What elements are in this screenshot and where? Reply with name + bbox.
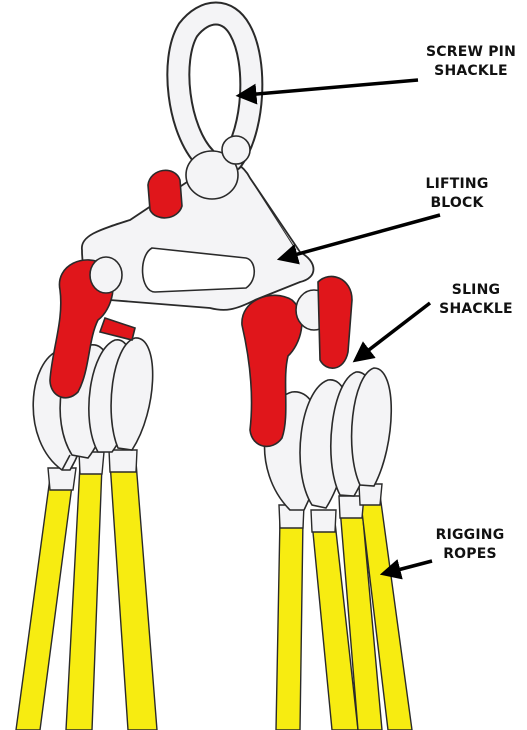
label-rigging-ropes-line1: RIGGING xyxy=(420,526,520,545)
arrow-lifting-block xyxy=(287,215,440,257)
label-lifting-block-line2: BLOCK xyxy=(425,194,489,213)
rope-left-2 xyxy=(66,465,102,730)
rope-left-3 xyxy=(110,462,157,730)
label-lifting-block-line1: LIFTING xyxy=(425,175,489,194)
label-screw-pin-shackle: SCREW PIN SHACKLE xyxy=(416,43,526,81)
label-sling-shackle-line1: SLING xyxy=(428,281,524,300)
label-sling-shackle-line2: SHACKLE xyxy=(428,300,524,319)
label-screw-pin-shackle-line2: SHACKLE xyxy=(416,62,526,81)
label-lifting-block: LIFTING BLOCK xyxy=(425,175,489,213)
rope-left-1 xyxy=(16,478,73,730)
label-rigging-ropes-line2: ROPES xyxy=(420,545,520,564)
label-screw-pin-shackle-line1: SCREW PIN xyxy=(416,43,526,62)
rope-right-1 xyxy=(276,518,303,730)
arrow-sling-shackle xyxy=(361,303,430,356)
label-sling-shackle: SLING SHACKLE xyxy=(428,281,524,319)
pin-head xyxy=(148,170,182,218)
label-rigging-ropes: RIGGING ROPES xyxy=(420,526,520,564)
arrow-screw-pin-shackle xyxy=(246,80,418,95)
